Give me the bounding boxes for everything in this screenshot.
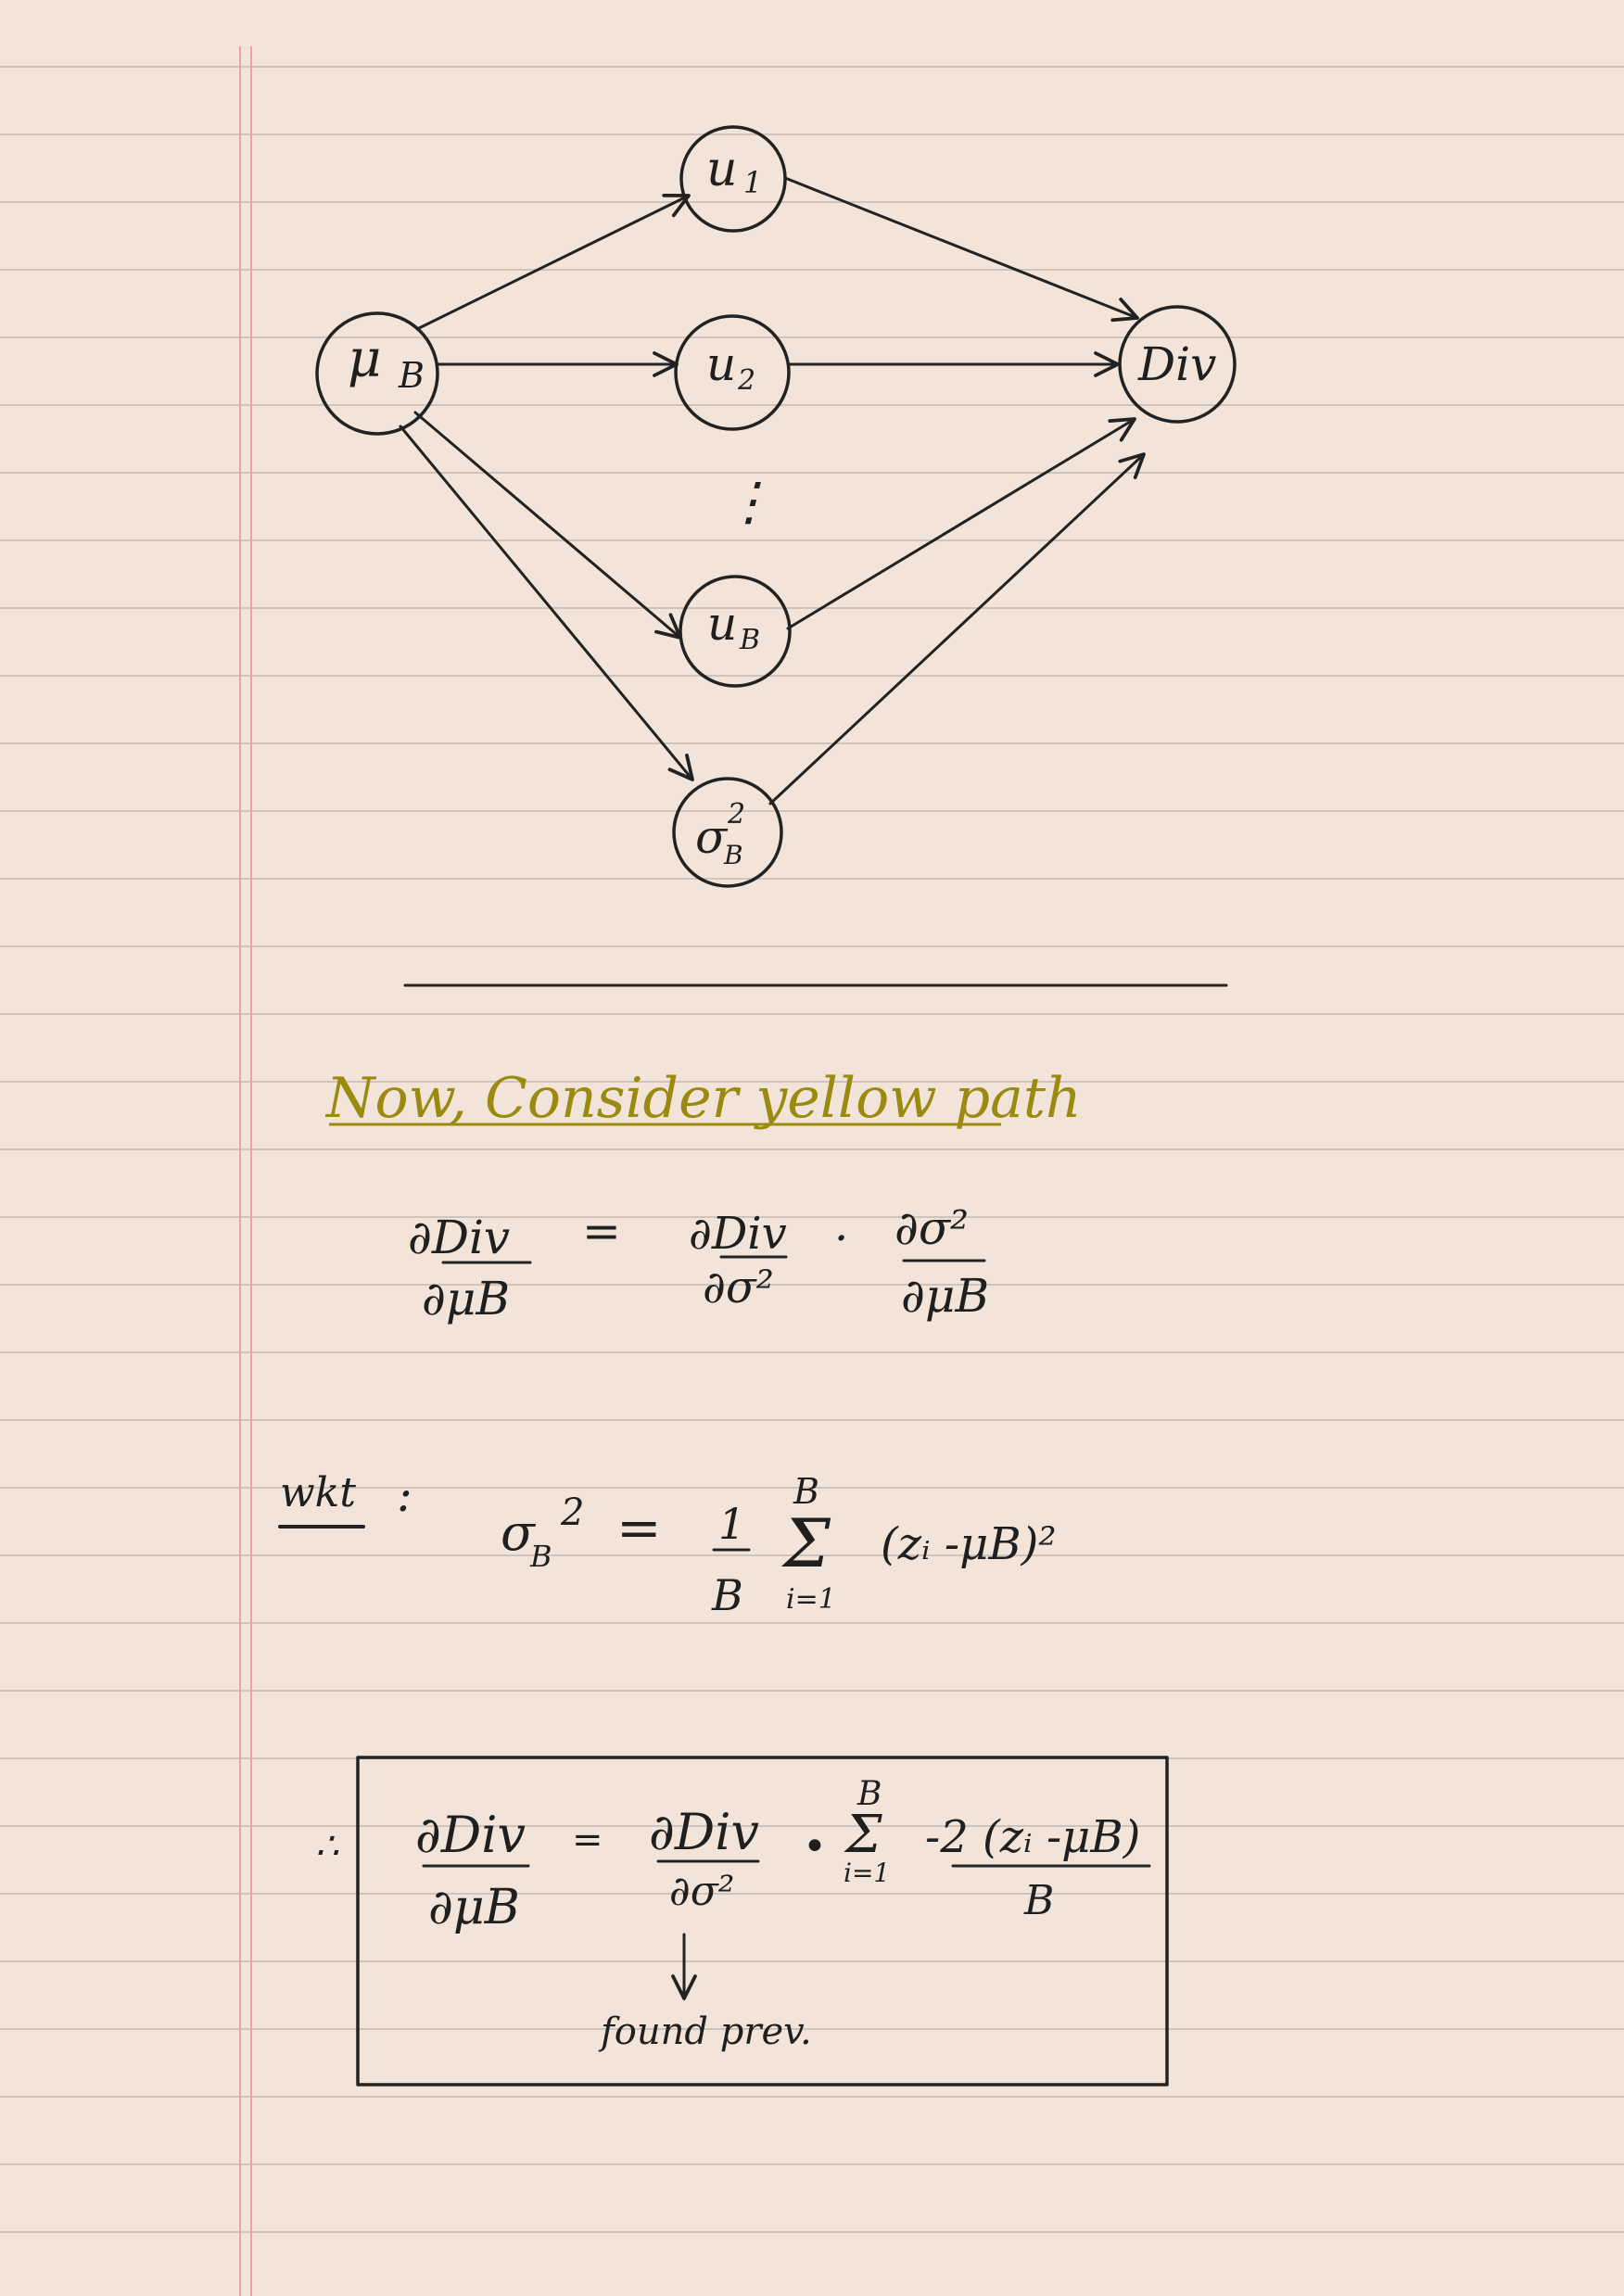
node-sigma-sup: 2 — [727, 798, 745, 831]
node-mu-b-label: μ — [348, 329, 381, 389]
chain-lhs-num: ∂Div — [408, 1211, 510, 1264]
chain-rule-equation: ∂Div ∂μB = ∂Div ∂σ² · ∂σ² ∂μB — [408, 1201, 989, 1326]
heading-yellow-path: Now, Consider yellow path — [324, 1066, 1082, 1131]
result-t2-num: -2 (zᵢ -μB) — [925, 1811, 1140, 1863]
chain-equals: = — [582, 1204, 621, 1258]
node-u1-label: u — [706, 142, 738, 197]
wkt-equals: = — [616, 1496, 662, 1559]
node-div — [1118, 305, 1237, 424]
result-t1-num: ∂Div — [649, 1803, 759, 1861]
computation-graph: μ B u 1 u 2 u B σ 2 B Div ⋮ — [315, 125, 1237, 888]
wkt-term: (zᵢ -μB)² — [881, 1518, 1057, 1570]
result-sum-sym: Σ — [844, 1805, 882, 1865]
node-sigma-label: σ — [695, 810, 729, 864]
wkt-frac-den: B — [711, 1570, 743, 1620]
node-div-label: Div — [1137, 337, 1216, 391]
result-t1-den: ∂σ² — [669, 1868, 734, 1915]
result-note: found prev. — [598, 2011, 812, 2053]
wkt-sigma-sub: B — [529, 1539, 552, 1574]
ellipsis: ⋮ — [723, 472, 775, 532]
node-mu-b — [315, 311, 439, 436]
node-u1-sub: 1 — [743, 165, 762, 200]
result-dot: • — [803, 1823, 827, 1871]
edge-mub-sigma — [399, 425, 694, 781]
node-ub — [679, 575, 792, 688]
chain-t2-den: ∂μB — [901, 1269, 989, 1323]
node-u2-sub: 2 — [737, 364, 755, 397]
wkt-sigma-sup: 2 — [560, 1491, 584, 1534]
node-ub-sub: B — [739, 624, 760, 656]
node-sigma — [672, 777, 783, 888]
edge-ub-div — [786, 417, 1136, 630]
wkt-sigma: σ — [501, 1503, 537, 1562]
result-box: ∴ ∂Div ∂μB = ∂Div ∂σ² • B Σ i=1 -2 (zᵢ -… — [315, 1756, 1169, 2087]
result-lhs-num: ∂Div — [415, 1806, 526, 1864]
edge-mub-ub — [413, 411, 682, 640]
wkt-colon: : — [397, 1468, 412, 1522]
result-equals: = — [572, 1819, 603, 1861]
wkt-label: wkt — [280, 1469, 356, 1516]
chain-t1-den: ∂σ² — [703, 1262, 774, 1313]
node-mu-b-sub: B — [398, 355, 425, 396]
wkt-sum-bottom: i=1 — [786, 1583, 836, 1616]
wkt-frac-num: 1 — [718, 1499, 745, 1549]
edge-u1-div — [783, 176, 1139, 323]
result-sum-bottom: i=1 — [844, 1858, 890, 1888]
result-lhs-den: ∂μB — [428, 1880, 520, 1935]
margin-line-right — [250, 46, 252, 2296]
wkt-equation: wkt : σ B 2 = 1 B B Σ i=1 (zᵢ -μB)² — [278, 1468, 1057, 1620]
wkt-sum-top: B — [793, 1471, 819, 1512]
node-sigma-sub: B — [723, 840, 743, 870]
chain-lhs-den: ∂μB — [422, 1272, 510, 1326]
chain-dot: · — [834, 1212, 848, 1264]
chain-t1-num: ∂Div — [689, 1208, 787, 1260]
node-ub-label: u — [707, 597, 737, 651]
edge-mub-u1 — [415, 193, 691, 331]
chain-t2-num: ∂σ² — [894, 1201, 969, 1255]
node-u1 — [679, 125, 787, 233]
result-frame — [356, 1756, 1169, 2087]
therefore-symbol: ∴ — [315, 1825, 339, 1868]
result-sum-top: B — [856, 1775, 882, 1813]
node-u2-label: u — [706, 337, 736, 391]
result-t2-den: B — [1023, 1877, 1054, 1924]
wkt-sum-sym: Σ — [780, 1504, 831, 1582]
node-u2 — [674, 314, 791, 431]
margin-line-left — [239, 46, 241, 2296]
edge-sigma-div — [768, 452, 1146, 806]
